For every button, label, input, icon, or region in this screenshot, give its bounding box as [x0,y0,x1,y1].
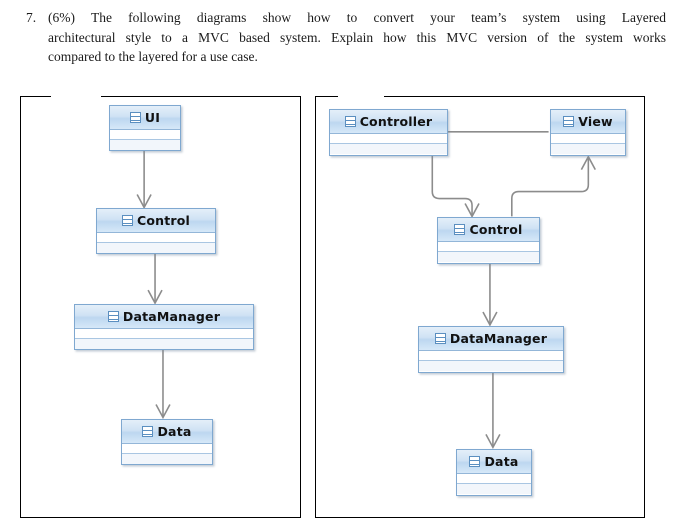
uml-class-ui-label: UI [144,110,161,125]
uml-class-controller-label: Controller [359,114,433,129]
uml-class-data[interactable]: Data [121,419,213,465]
uml-class-datamanager-label: DataManager [449,331,548,346]
uml-class-data-attributes [122,444,212,454]
uml-class-data-label: Data [157,424,192,439]
panel-top-border-gap [51,94,101,99]
uml-class-control[interactable]: Control [437,217,540,264]
question-line-1: (6%) The following diagrams show how to … [48,10,666,25]
diagram-panel-mvc: Controller View Control [315,94,645,518]
arrowhead-control-to-datamanager [482,311,498,327]
uml-class-data[interactable]: Data [456,449,532,496]
uml-class-controller[interactable]: Controller [329,109,448,156]
uml-class-icon [107,311,119,322]
uml-class-controller-attributes [330,134,447,144]
uml-class-data-operations [122,454,212,464]
question-block: 7. (6%) The following diagrams show how … [26,8,666,67]
uml-class-datamanager-header: DataManager [75,305,253,329]
uml-class-icon [142,426,154,437]
uml-class-view-attributes [551,134,625,144]
uml-class-datamanager-operations [419,361,563,371]
arrowhead-datamanager-to-data [485,434,501,450]
question-text: (6%) The following diagrams show how to … [48,8,666,67]
uml-class-control-operations [97,243,215,253]
uml-class-control-label: Control [136,213,191,228]
arrowhead-datamanager-to-data [155,404,171,420]
uml-class-control-attributes [97,233,215,243]
uml-class-datamanager-attributes [419,351,563,361]
uml-class-icon [344,116,356,127]
uml-class-icon [121,215,133,226]
uml-class-control[interactable]: Control [96,208,216,254]
uml-class-data-header: Data [457,450,531,474]
uml-class-control-label: Control [469,222,523,237]
question-number: 7. [26,10,37,25]
uml-class-controller-operations [330,144,447,154]
uml-class-icon [434,333,446,344]
arrowhead-controller-to-control [464,203,480,219]
uml-class-controller-header: Controller [330,110,447,134]
uml-class-view[interactable]: View [550,109,626,156]
arrowhead-ui-to-control [136,194,152,210]
uml-class-ui[interactable]: UI [109,105,181,151]
uml-class-view-label: View [578,114,613,129]
uml-class-view-operations [551,144,625,154]
uml-class-data-operations [457,484,531,494]
uml-class-data-attributes [457,474,531,484]
uml-class-icon [129,112,141,123]
uml-class-datamanager-operations [75,339,253,349]
uml-class-control-header: Control [97,209,215,233]
uml-class-control-attributes [438,242,539,252]
uml-class-data-header: Data [122,420,212,444]
connector-controller-to-control [431,155,473,216]
uml-class-data-label: Data [484,454,519,469]
connector-control-to-view [511,157,590,217]
arrowhead-control-to-datamanager [147,289,163,305]
arrowhead-control-to-view [580,155,596,171]
uml-class-icon [454,224,466,235]
uml-class-datamanager[interactable]: DataManager [74,304,254,350]
question-line-2: architectural style to a MVC based syste… [48,29,666,45]
question-line-3: compared to the layered for a use case. [48,49,258,64]
uml-class-ui-attributes [110,130,180,140]
uml-class-control-operations [438,252,539,262]
uml-class-view-header: View [551,110,625,134]
uml-class-datamanager-attributes [75,329,253,339]
uml-class-ui-operations [110,140,180,150]
uml-class-icon [563,116,575,127]
uml-class-datamanager-label: DataManager [122,309,221,324]
panel-top-border-gap [338,94,384,99]
uml-class-datamanager-header: DataManager [419,327,563,351]
uml-class-datamanager[interactable]: DataManager [418,326,564,373]
uml-class-ui-header: UI [110,106,180,130]
uml-class-icon [469,456,481,467]
diagram-panel-layered: UI Control DataManager [20,94,301,518]
uml-class-control-header: Control [438,218,539,242]
